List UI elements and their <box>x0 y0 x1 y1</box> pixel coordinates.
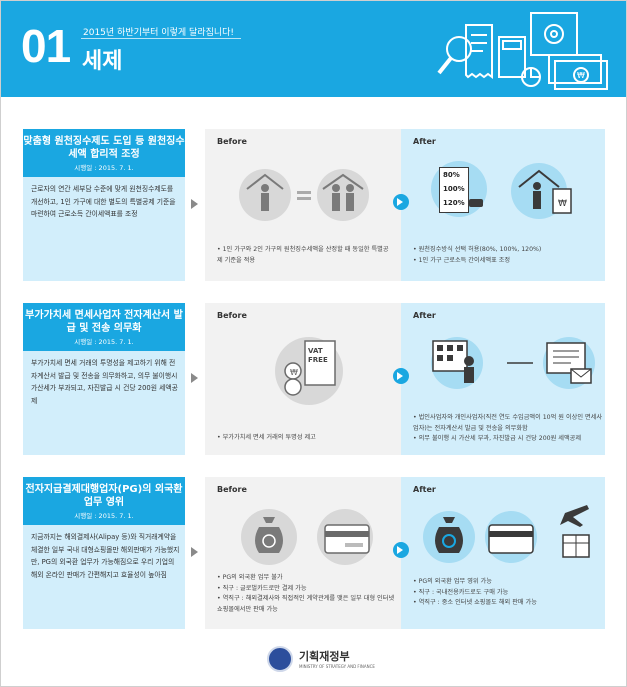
section-e-invoice: 부가가치세 면세사업자 전자계산서 발급 및 전송 의무화 시행일 : 2015… <box>23 303 605 455</box>
rate-100: 100% <box>443 185 465 193</box>
before-notes: • PG의 외국환 업무 불가 • 직구 : 글로벌카드로만 결제 가능 • 역… <box>217 573 395 615</box>
triangle-arrow-icon <box>191 199 198 209</box>
before-notes: • 부가가치세 면세 거래의 투명성 제고 <box>217 433 407 444</box>
svg-text:₩: ₩ <box>290 368 298 377</box>
government-emblem-icon <box>267 646 293 672</box>
after-panel: After • 법인사업자와 개인사업자(직전 연도 수입금액이 10억 원 이… <box>393 303 607 455</box>
triangle-arrow-icon <box>191 373 198 383</box>
header-banner: 01 2015년 하반기부터 이렇게 달라집니다! 세제 <box>1 1 626 97</box>
section-heading: 맞춤형 원천징수제도 도입 등 원천징수세액 합리적 조정 시행일 : 2015… <box>23 129 185 177</box>
after-notes: • 법인사업자와 개인사업자(직전 연도 수입금액이 10억 원 이상인 면세사… <box>413 413 607 445</box>
before-note: • 직구 : 글로벌카드로만 결제 가능 <box>217 584 307 592</box>
effective-date: 시행일 : 2015. 7. 1. <box>74 512 134 520</box>
section-heading: 부가가치세 면세사업자 전자계산서 발급 및 전송 의무화 시행일 : 2015… <box>23 303 185 351</box>
after-panel: After • PG의 외국환 업무 영위 가능 • 직구 : 국내전용카드로도… <box>393 477 605 629</box>
single-household-receipt-icon: ₩ <box>511 163 572 219</box>
before-label: Before <box>217 311 247 320</box>
after-note: • PG의 외국환 업무 영위 가능 <box>413 578 492 585</box>
vat-free-receipt-icon: ₩ <box>275 337 343 405</box>
tax-icons-illustration: ₩ <box>437 12 608 90</box>
section-title: 전자지급결제대행업자(PG)의 외국환 업무 영위 <box>25 484 183 508</box>
before-panel: Before • PG의 외국환 업무 불가 • 직구 : 글로벌카드로만 결제… <box>205 477 401 629</box>
effective-date: 시행일 : 2015. 7. 1. <box>74 164 134 172</box>
section-number: 01 <box>21 20 71 72</box>
before-note: • PG의 외국환 업무 불가 <box>217 574 283 581</box>
before-notes: • 1인 가구와 2인 가구의 원천징수세액을 산정할 때 동일한 특별공제 기… <box>217 245 393 266</box>
withholding-rate-receipt-icon: 80% 100% 120% <box>431 161 491 221</box>
before-note: • 부가가치세 면세 거래의 투명성 제고 <box>217 434 316 441</box>
section-description: 근로자의 연간 세부담 수준에 맞게 원천징수제도를 개선하고, 1인 가구에 … <box>31 185 176 218</box>
section-summary-box: 부가가치세 면세사업자 전자계산서 발급 및 전송 의무화 시행일 : 2015… <box>23 303 185 455</box>
section-pg-foreign-exchange: 전자지급결제대행업자(PG)의 외국환 업무 영위 시행일 : 2015. 7.… <box>23 477 605 629</box>
after-notes: • PG의 외국환 업무 영위 가능 • 직구 : 국내전용카드로도 구매 가능… <box>413 577 603 609</box>
section-description: 지금까지는 해외결제사(Alipay 등)와 직거래계약을 체결한 일부 국내 … <box>31 533 180 579</box>
before-note: • 역직구 : 해외결제사와 직접적인 계약관계를 맺은 일부 대형 인터넷 쇼… <box>217 595 395 613</box>
section-summary-box: 맞춤형 원천징수제도 도입 등 원천징수세액 합리적 조정 시행일 : 2015… <box>23 129 185 281</box>
after-note: • 원천징수방식 선택 허용(80%, 100%, 120%) <box>413 246 542 253</box>
after-label: After <box>413 485 436 494</box>
section-summary-box: 전자지급결제대행업자(PG)의 외국환 업무 영위 시행일 : 2015. 7.… <box>23 477 185 629</box>
section-withholding: 맞춤형 원천징수제도 도입 등 원천징수세액 합리적 조정 시행일 : 2015… <box>23 129 605 281</box>
after-notes: • 원천징수방식 선택 허용(80%, 100%, 120%) • 1인 가구 … <box>413 245 603 266</box>
rate-120: 120% <box>443 199 465 207</box>
section-title: 맞춤형 원천징수제도 도입 등 원천징수세액 합리적 조정 <box>23 136 185 160</box>
after-note: • 역직구 : 중소 인터넷 쇼핑몰도 해외 판매 가능 <box>413 599 537 606</box>
before-note: • 1인 가구와 2인 가구의 원천징수세액을 산정할 때 동일한 특별공제 기… <box>217 246 389 264</box>
moneybag-card-airplane-box-icon <box>423 505 590 563</box>
business-to-einvoice-icon <box>431 337 595 389</box>
next-arrow-icon <box>393 368 409 384</box>
triangle-arrow-icon <box>191 547 198 557</box>
after-note: • 직구 : 국내전용카드로도 구매 가능 <box>413 588 509 596</box>
header-divider <box>81 38 241 39</box>
after-panel: After 80% 100% 120% ₩ • 원천징수방식 선택 허용(8 <box>393 129 605 281</box>
after-note: • 1인 가구 근로소득 간이세액표 조정 <box>413 256 511 264</box>
ministry-name-english: MINISTRY OF STRATEGY AND FINANCE <box>299 664 375 669</box>
vat-free-stamp: VAT FREE <box>308 347 328 364</box>
section-heading: 전자지급결제대행업자(PG)의 외국환 업무 영위 시행일 : 2015. 7.… <box>23 477 185 525</box>
moneybag-and-card-icon <box>241 509 373 565</box>
svg-text:₩: ₩ <box>577 71 585 80</box>
after-label: After <box>413 311 436 320</box>
ministry-name: 기획재정부 <box>299 650 350 663</box>
page-title: 세제 <box>82 49 123 74</box>
single-vs-two-household-icon <box>239 169 369 221</box>
ministry-logo: 기획재정부 MINISTRY OF STRATEGY AND FINANCE <box>257 646 377 676</box>
next-arrow-icon <box>393 542 409 558</box>
before-panel: Before ₩ VAT FREE • 부가가치세 면세 거래의 투명성 제고 <box>205 303 401 455</box>
section-description: 부가가치세 면세 거래의 투명성을 제고하기 위해 전자계산서 발급 및 전송을… <box>31 359 178 405</box>
effective-date: 시행일 : 2015. 7. 1. <box>74 338 134 346</box>
section-title: 부가가치세 면세사업자 전자계산서 발급 및 전송 의무화 <box>25 310 183 334</box>
svg-text:₩: ₩ <box>558 199 567 209</box>
after-note: • 의무 불이행 시 가산세 부과, 자진발급 시 건당 200원 세액공제 <box>413 435 582 442</box>
rate-80: 80% <box>443 171 460 179</box>
before-panel: Before • 1인 가구와 2인 가구의 원천징수세액을 산정할 때 동일한… <box>205 129 401 281</box>
after-label: After <box>413 137 436 146</box>
before-label: Before <box>217 137 247 146</box>
next-arrow-icon <box>393 194 409 210</box>
header-subtitle: 2015년 하반기부터 이렇게 달라집니다! <box>83 28 235 38</box>
after-note: • 법인사업자와 개인사업자(직전 연도 수입금액이 10억 원 이상인 면세사… <box>413 414 603 432</box>
before-label: Before <box>217 485 247 494</box>
